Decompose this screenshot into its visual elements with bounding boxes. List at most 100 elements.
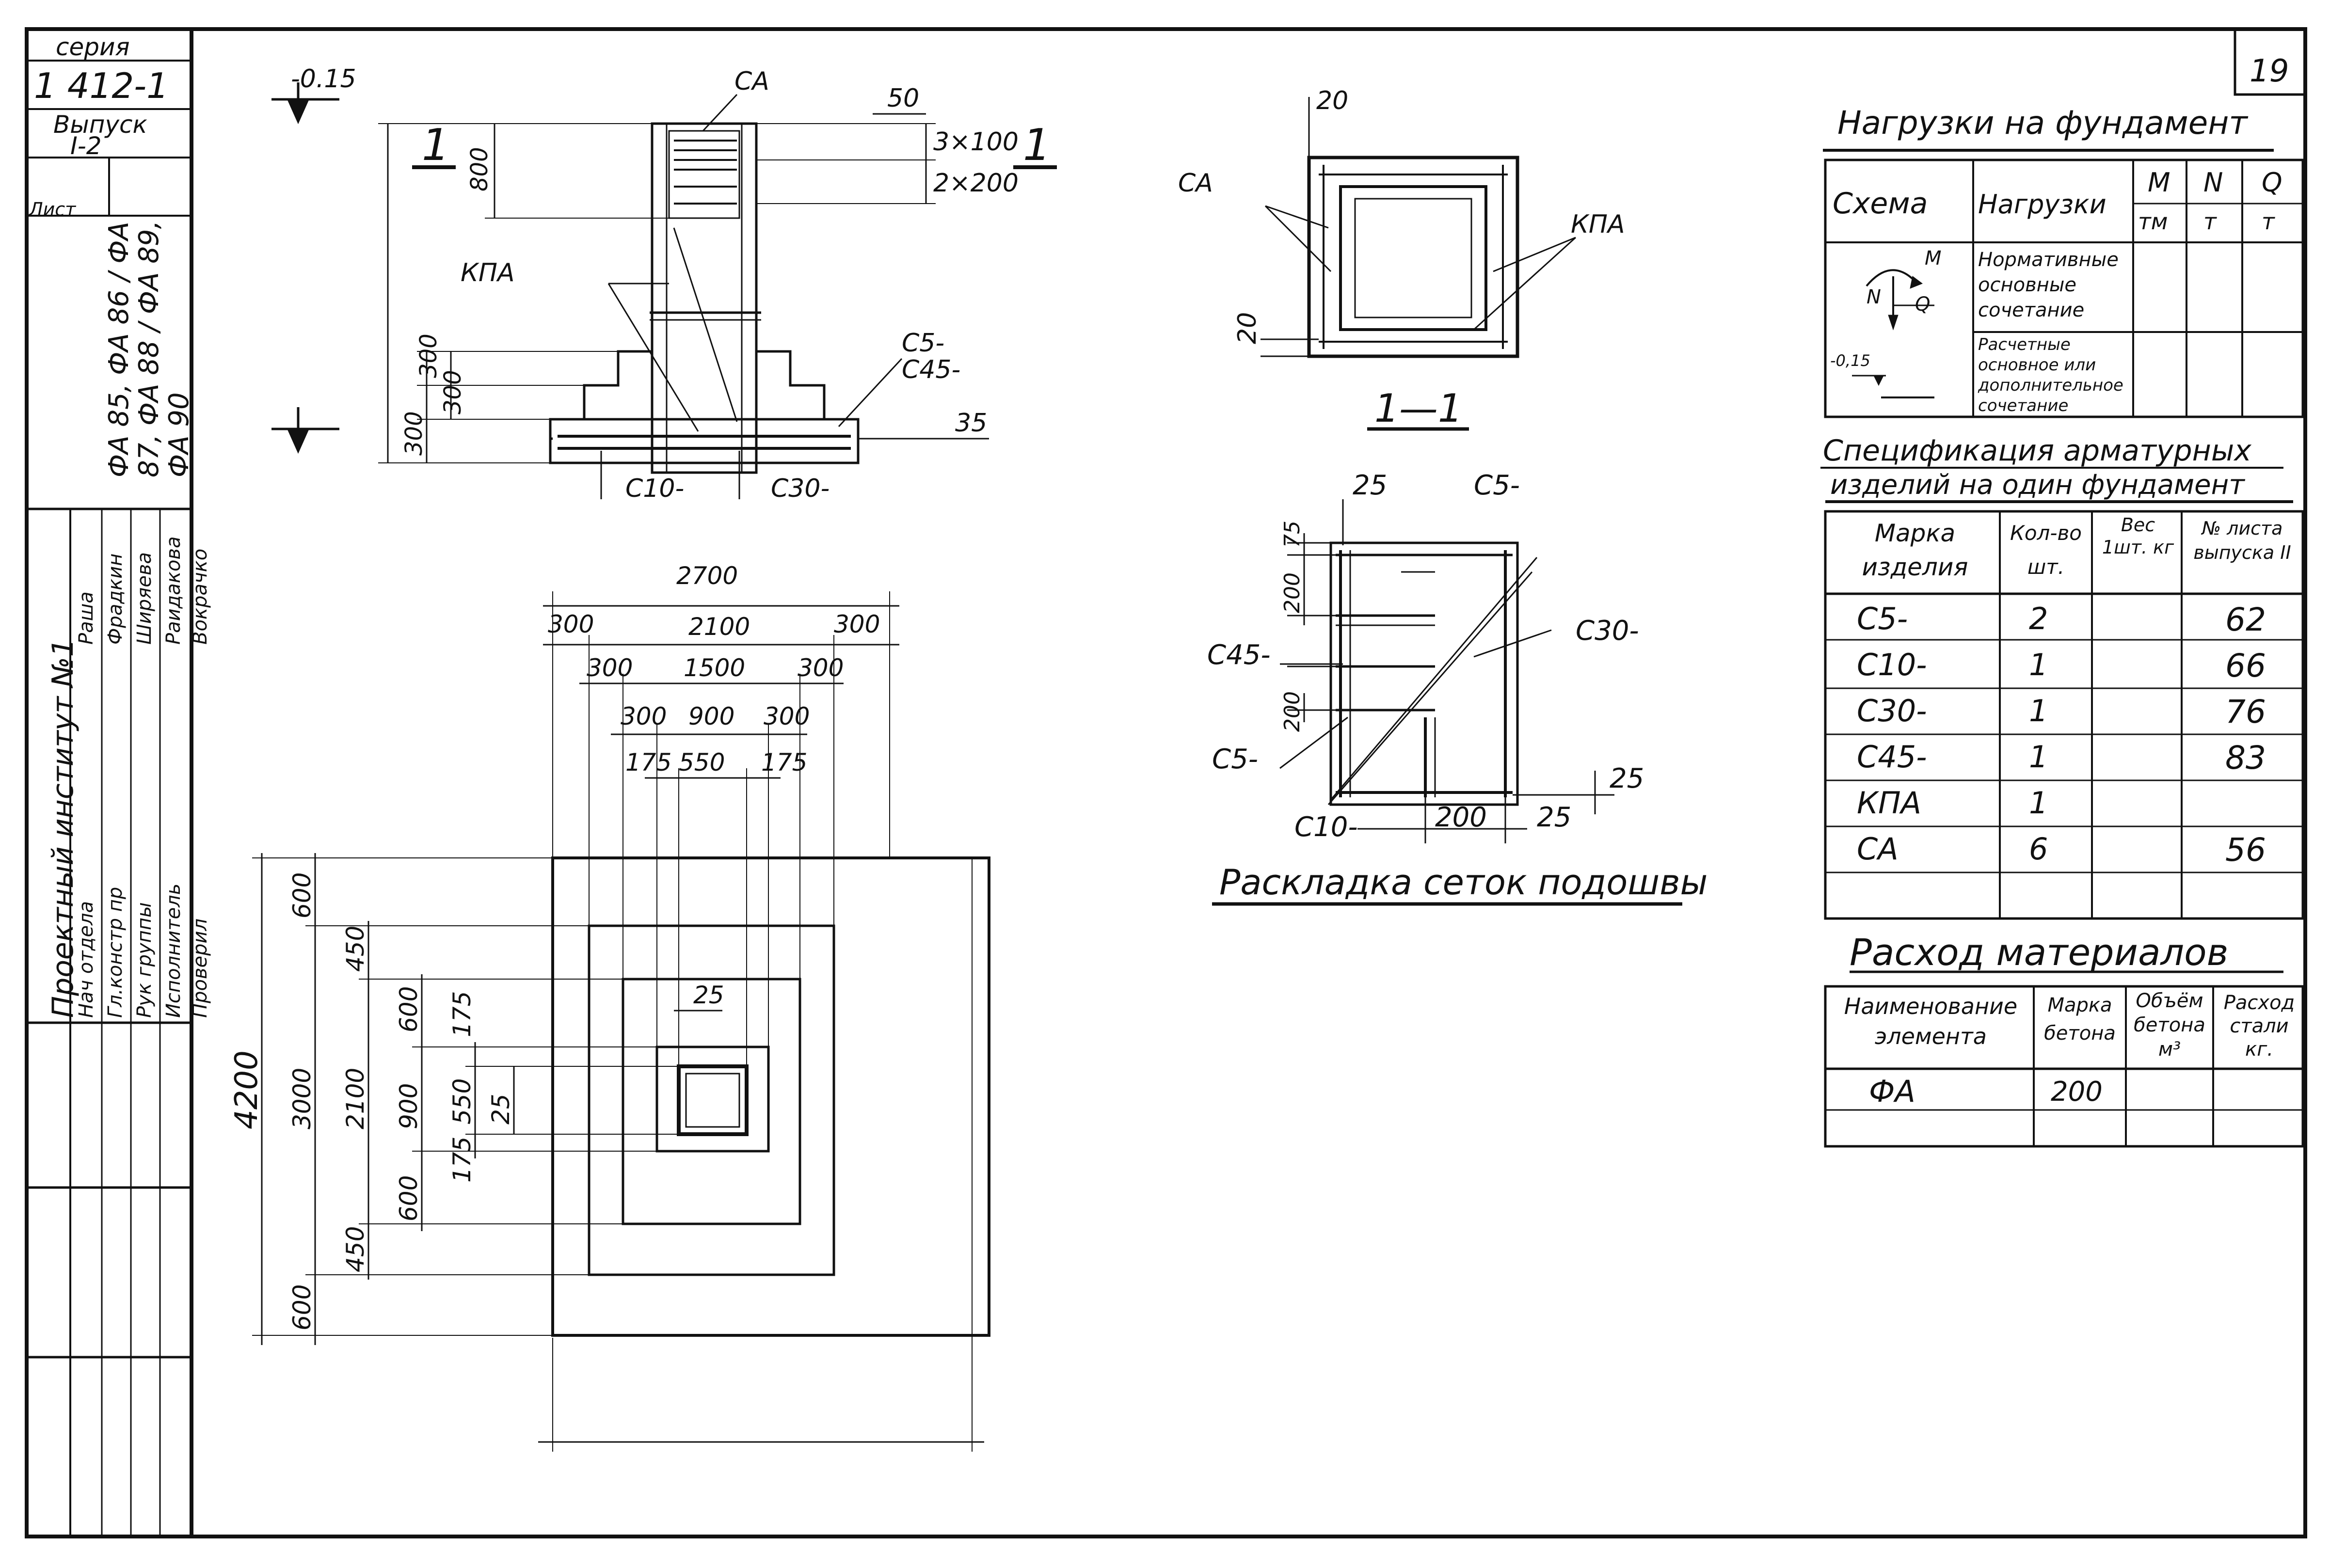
stamp-issue-value: I-2 (70, 132, 102, 160)
loads-header-m: M (2148, 167, 2170, 198)
plan-dim-300-a: 300 (548, 610, 594, 638)
stamp-name-1: Раша (75, 591, 97, 645)
plan-dim-175-a: 175 (448, 991, 476, 1037)
materials-row-grade: 200 (2051, 1076, 2103, 1108)
loads-header-q: Q (2262, 167, 2282, 198)
stamp-role-2: Гл.констр пр (104, 887, 127, 1018)
spec-row-mark: С10- (1857, 647, 1927, 682)
plan-dim-3000: 3000 (288, 1068, 316, 1129)
spec-row-qty: 1 (2029, 647, 2048, 682)
plan-dim-25: 25 (487, 1093, 515, 1125)
plan-inner-25: 25 (693, 981, 724, 1009)
stamp-sheet-label: Лист (29, 199, 76, 220)
kpa-label-column: КПА (1571, 210, 1625, 239)
dim-300-b: 300 (439, 370, 466, 414)
dim-35: 35 (955, 409, 987, 438)
materials-row-name: ФА (1869, 1074, 1915, 1109)
dim-300-c: 300 (400, 411, 428, 456)
section-view (271, 82, 1057, 499)
materials-header-name: Наименование элемента (1844, 993, 2018, 1049)
plan-dim-600-c: 600 (395, 1175, 423, 1221)
spec-row-mark: КПА (1857, 785, 1922, 821)
loads-header-loads: Нагрузки (1978, 189, 2107, 220)
dim-25-mesh-bottom: 25 (1537, 802, 1571, 833)
plan-dim-300-f: 300 (764, 702, 810, 730)
c45-label-mesh: С45- (1207, 639, 1271, 671)
spec-row-sheet: 56 (2225, 831, 2266, 869)
materials-header-volume: Объём бетона м³ (2134, 990, 2205, 1061)
loads-table-title: Нагрузки на фундамент (1837, 104, 2248, 142)
plan-left-dims: 4200 3000 600 450 2100 600 175 900 550 2… (229, 872, 515, 1330)
c5-label-mesh-top: С5- (1474, 470, 1520, 501)
plan-view (252, 591, 990, 1452)
spec-row-mark: С30- (1857, 693, 1927, 729)
spec-row-qty: 1 (2029, 739, 2048, 775)
loads-unit-m: тм (2138, 208, 2168, 235)
c30-label-section: С30- (771, 474, 830, 503)
dim-25-mesh-top: 25 (1353, 470, 1387, 501)
plan-dim-300-c: 300 (587, 654, 633, 682)
spec-header-qty: Кол-во шт. (2010, 521, 2082, 579)
dim-2x200: 2×200 (933, 169, 1019, 198)
spec-row-mark: С5- (1857, 601, 1908, 636)
stamp-role-3: Рук группы (133, 902, 156, 1018)
stamp-name-3: Ширяева (133, 552, 156, 645)
materials-title: Расход материалов (1850, 931, 2229, 974)
plan-dim-550: 550 (679, 748, 725, 776)
section-1-1-title: 1—1 (1374, 386, 1463, 431)
stamp-name-4: Раидакова (162, 536, 185, 645)
spec-row-qty: 2 (2029, 601, 2048, 636)
sheet-number: 19 (2250, 53, 2289, 89)
spec-title-line2: изделий на один фундамент (1830, 469, 2245, 501)
loads-unit-n: т (2203, 208, 2217, 235)
dim-20-side: 20 (1233, 312, 1262, 344)
plan-dim-550: 550 (448, 1078, 476, 1125)
loads-header-n: N (2203, 167, 2223, 198)
dim-50: 50 (887, 84, 919, 113)
spec-row-sheet: 83 (2225, 739, 2266, 776)
stamp-role-5: Проверил (189, 918, 211, 1018)
spec-row-sheet: 66 (2225, 647, 2266, 684)
level-mark-top: -0.15 (291, 64, 356, 94)
spec-row-sheet: 76 (2225, 693, 2266, 730)
section-mark-left: 1 (422, 120, 449, 171)
stamp-series-value: 1 412-1 (34, 65, 169, 106)
dim-300-a: 300 (415, 333, 442, 378)
c10-label-mesh: С10- (1294, 811, 1358, 843)
loads-header-scheme: Схема (1833, 187, 1928, 221)
stamp-name-2: Фрадкин (104, 553, 127, 645)
loads-unit-q: т (2262, 208, 2275, 235)
loads-row-design: Расчетные основное или дополнительное со… (1978, 335, 2123, 415)
spec-row-qty: 6 (2029, 831, 2048, 867)
spec-title-line1: Спецификация арматурных (1823, 434, 2251, 468)
dim-200-mesh-a: 200 (1280, 572, 1305, 613)
plan-top-dims: 2700 300 2100 300 300 1500 300 300 900 3… (548, 562, 880, 776)
ca-label-column: СА (1178, 169, 1213, 198)
materials-header-grade: Марка бетона (2044, 994, 2116, 1045)
plan-dim-450-b: 450 (341, 1226, 369, 1272)
plan-dim-600-a: 600 (288, 872, 316, 919)
dim-25-mesh-right: 25 (1610, 763, 1644, 794)
mesh-layout-title: Раскладка сеток подошвы (1219, 862, 1708, 903)
dim-200-mesh-b: 200 (1280, 691, 1305, 732)
plan-dim-300-d: 300 (798, 654, 844, 682)
scheme-m-label: M (1925, 247, 1942, 269)
spec-header-sheet: № листа выпуска II (2193, 518, 2291, 563)
c30-label-mesh: С30- (1576, 615, 1639, 647)
materials-header-steel: Расход стали кг. (2223, 992, 2295, 1061)
plan-dim-4200: 4200 (229, 1050, 265, 1129)
plan-dim-300-e: 300 (621, 702, 667, 730)
spec-row-mark: СА (1857, 831, 1899, 867)
plan-dim-175-b: 175 (761, 748, 807, 776)
c5-label-mesh-bottom: С5- (1212, 744, 1258, 775)
plan-dim-2700: 2700 (676, 562, 738, 590)
scheme-level-label: -0,15 (1830, 351, 1870, 370)
section-mark-right: 1 (1023, 120, 1051, 171)
dim-200-mesh-bottom: 200 (1435, 802, 1487, 833)
plan-dim-600-b: 600 (395, 986, 423, 1032)
plan-dim-900: 900 (395, 1083, 423, 1129)
plan-dim-450-a: 450 (341, 926, 369, 972)
ca-label-section: СА (734, 67, 769, 96)
column-section (1261, 97, 1577, 431)
